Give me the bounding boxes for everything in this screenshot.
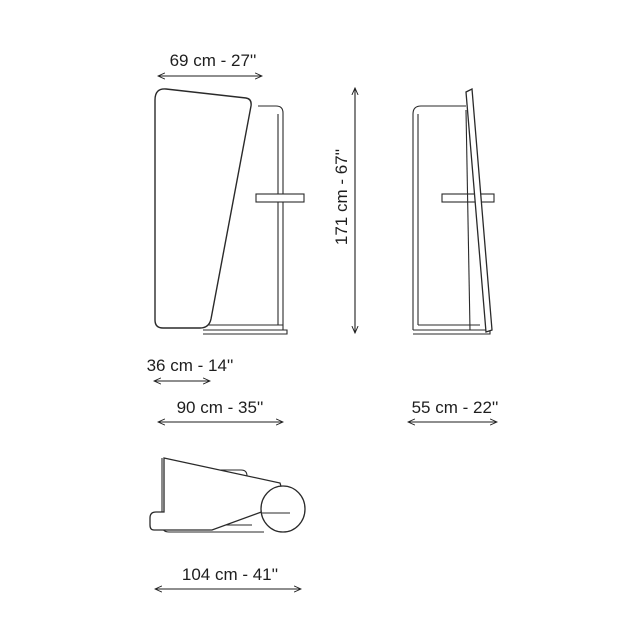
- side-view: [412, 87, 495, 335]
- front-view-shelf: [255, 193, 305, 203]
- label-depth: 55 cm - 22'': [412, 398, 499, 417]
- front-view-frame: [258, 105, 284, 330]
- plan-view-mirror: [149, 457, 287, 531]
- side-view-mirror-edge: [465, 87, 493, 333]
- label-plan-width: 104 cm - 41'': [182, 565, 278, 584]
- dimension-lines: [154, 76, 497, 589]
- front-view-base: [203, 329, 288, 335]
- label-base-width: 36 cm - 14'': [147, 356, 234, 375]
- side-view-base: [413, 329, 491, 335]
- label-height: 171 cm - 67'': [332, 149, 351, 245]
- label-top-width: 69 cm - 27'': [170, 51, 257, 70]
- plan-view-round-top: [260, 485, 306, 533]
- front-view: [154, 88, 305, 335]
- front-view-mirror-panel: [154, 88, 252, 329]
- label-overall-width: 90 cm - 35'': [177, 398, 264, 417]
- side-view-frame: [412, 105, 466, 330]
- side-view-support: [465, 109, 471, 331]
- dimension-labels: 69 cm - 27'' 171 cm - 67'' 36 cm - 14'' …: [147, 51, 499, 584]
- plan-view: [149, 457, 306, 533]
